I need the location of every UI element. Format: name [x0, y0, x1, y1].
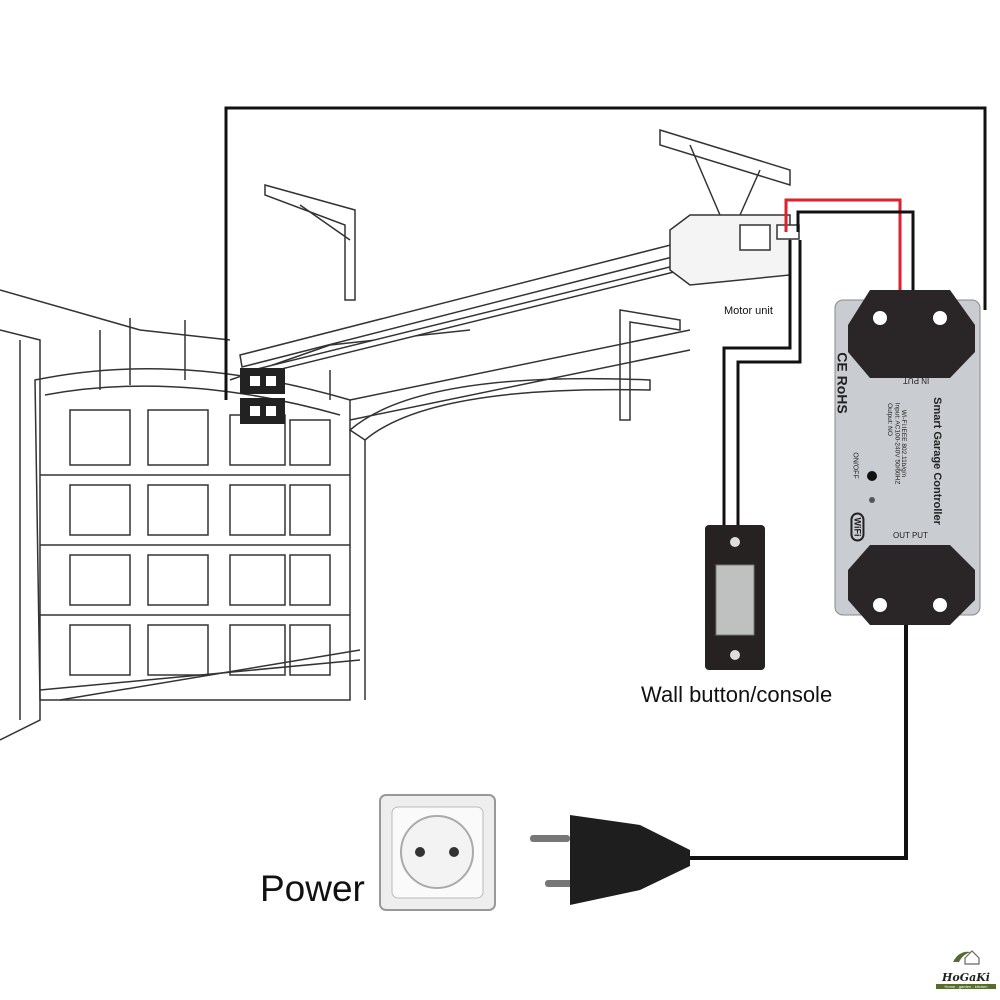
on-off-label: ON/OFF: [851, 452, 859, 479]
wire-power: [690, 615, 908, 860]
power-plug: [530, 815, 690, 905]
certification-mark: CE RoHS: [834, 352, 851, 414]
controller-spec: Input: AC100-240V 50/60HZ: [893, 402, 901, 485]
wire-red: [784, 198, 902, 295]
controller-spec: Output: NO: [885, 403, 893, 436]
leaf-house-icon: [953, 950, 980, 965]
relay-block: [240, 368, 285, 424]
motor-unit: [669, 214, 800, 286]
controller-spec: Wi-Fi:IEEE 802.11b/g/n: [900, 409, 908, 478]
wifi-icon: WiFi: [850, 512, 865, 542]
wire-black-loop: [224, 106, 987, 400]
wall-button-label: Wall button/console: [641, 682, 833, 707]
output-label: OUT PUT: [893, 531, 928, 540]
wall-button-console: [705, 525, 765, 670]
garage-door-illustration: [0, 184, 691, 741]
logo-tagline: Home - garden - kitchen: [936, 984, 996, 989]
wire-black-input: [796, 210, 915, 295]
motor-unit-label: Motor unit: [724, 305, 773, 317]
input-label: IN PUT: [903, 376, 930, 385]
wire-button-2: [736, 240, 802, 528]
wires: [224, 106, 987, 860]
door-panels: [40, 409, 350, 676]
power-label: Power: [260, 868, 365, 909]
logo-name: HoGaKi: [942, 971, 990, 984]
wall-socket: [379, 794, 496, 911]
opener-rail: [239, 128, 791, 379]
smart-garage-controller: [834, 290, 981, 625]
wire-button-1: [722, 240, 792, 528]
controller-title: Smart Garage Controller: [930, 397, 943, 525]
brand-logo: HoGaKi Home - garden - kitchen: [936, 948, 996, 989]
